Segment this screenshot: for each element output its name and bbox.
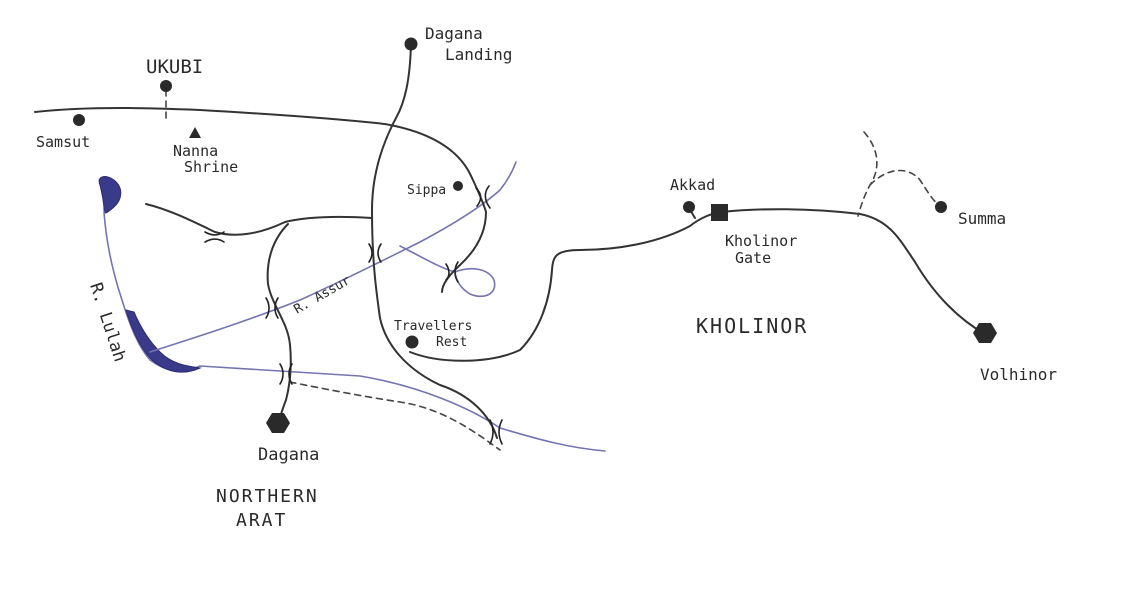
label-region-northern-arat-line1: NORTHERN bbox=[216, 486, 319, 507]
road-east bbox=[409, 208, 986, 362]
label-akkad: Akkad bbox=[670, 176, 715, 194]
river-lulah bbox=[103, 211, 606, 452]
bridge-west bbox=[204, 231, 225, 243]
label-nanna-shrine-line2: Shrine bbox=[184, 158, 238, 176]
bridge-assur-south bbox=[265, 297, 279, 319]
lake bbox=[98, 176, 122, 214]
marker-volhinor bbox=[973, 323, 997, 343]
label-dagana-landing-line2: Landing bbox=[445, 45, 512, 64]
marker-sippa bbox=[453, 181, 463, 191]
roads bbox=[34, 43, 986, 439]
label-ukubi: UKUBI bbox=[146, 56, 203, 78]
label-region-kholinor: KHOLINOR bbox=[696, 314, 808, 338]
label-sippa: Sippa bbox=[407, 183, 446, 198]
marker-kholinor-gate bbox=[711, 204, 728, 221]
tracks bbox=[165, 89, 941, 451]
bridge-centre bbox=[368, 243, 382, 263]
road-dagana-landing bbox=[371, 43, 498, 439]
bridge-lulah bbox=[279, 363, 293, 385]
label-samsut: Samsut bbox=[36, 133, 90, 151]
label-travellers-rest-line1: Travellers bbox=[394, 319, 472, 334]
label-kholinor-gate-line1: Kholinor bbox=[725, 232, 797, 250]
label-river-assur: R. Assur bbox=[292, 273, 354, 317]
label-dagana-landing-line1: Dagana bbox=[425, 24, 483, 43]
label-dagana: Dagana bbox=[258, 445, 319, 465]
river-lulah-marsh bbox=[125, 309, 202, 373]
river-assur bbox=[149, 161, 517, 353]
marker-dagana bbox=[266, 413, 290, 433]
marker-dagana-landing bbox=[404, 37, 418, 51]
label-region-northern-arat-line2: ARAT bbox=[236, 510, 287, 531]
river-assur-loop bbox=[399, 245, 496, 298]
track-summa bbox=[857, 131, 941, 217]
road-sippa-south bbox=[441, 211, 487, 293]
marker-nanna-shrine bbox=[189, 127, 201, 138]
label-travellers-rest-line2: Rest bbox=[436, 335, 467, 350]
track-south bbox=[289, 381, 501, 451]
label-kholinor-gate-line2: Gate bbox=[735, 249, 771, 267]
bridges bbox=[204, 185, 503, 445]
bridge-east bbox=[489, 419, 503, 445]
marker-summa bbox=[935, 201, 947, 213]
rivers bbox=[98, 161, 606, 452]
bridge-loop bbox=[445, 261, 459, 283]
label-volhinor: Volhinor bbox=[980, 365, 1057, 384]
road-to-dagana bbox=[266, 223, 292, 424]
marker-samsut bbox=[73, 114, 85, 126]
label-river-lulah: R. Lulah bbox=[85, 280, 129, 364]
labels: UKUBI Samsut Nanna Shrine Dagana Landing… bbox=[36, 24, 1057, 531]
road-northern bbox=[34, 107, 487, 213]
marker-travellers-rest bbox=[405, 335, 419, 349]
marker-akkad bbox=[683, 201, 695, 213]
markers bbox=[73, 37, 997, 433]
label-summa: Summa bbox=[958, 209, 1006, 228]
road-west bbox=[145, 203, 373, 236]
marker-ukubi bbox=[160, 80, 172, 92]
label-nanna-shrine-line1: Nanna bbox=[173, 142, 218, 160]
bridge-sippa bbox=[475, 185, 491, 209]
